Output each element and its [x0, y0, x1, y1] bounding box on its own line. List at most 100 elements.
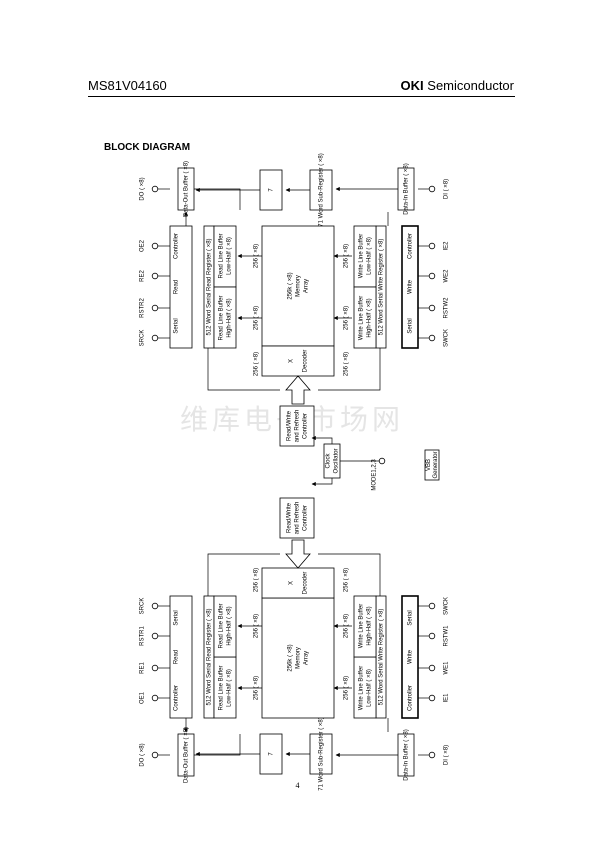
company-name: OKI Semiconductor: [401, 78, 514, 93]
read-line-buffer-high-label-line: High-Half ( ×8): [227, 606, 233, 645]
pin-circle: [428, 632, 436, 640]
pin-circle: [151, 334, 159, 342]
data-in-buffer-label: Data-In Buffer ( ×8): [404, 163, 410, 214]
signal-line: [194, 734, 241, 756]
read-line-buffer-low-label-line: Read Line Buffer: [219, 234, 225, 279]
bus-label: 256 ( ×8): [344, 568, 350, 592]
write-line-buffer-high: [353, 595, 377, 658]
pin-circle: [428, 242, 436, 250]
data-in-buffer-label: Data-In Buffer ( ×8): [404, 729, 410, 780]
pin-circle: [151, 751, 159, 759]
read-controller-label: Controller: [174, 685, 180, 711]
bus-label: 256 ( ×8): [254, 568, 260, 592]
pin-label-left: RSTR1: [140, 626, 146, 646]
pin-circle: [151, 185, 159, 193]
read-controller-label: Controller: [174, 233, 180, 259]
pin-label-right: DI ( ×8): [444, 179, 450, 199]
pin-circle: [428, 751, 436, 759]
refresh-controller-label-line: and Refresh: [295, 410, 301, 443]
write-controller-label: Serial: [408, 610, 414, 625]
write-line-buffer-high-label-line: Write Line Buffer: [359, 604, 365, 648]
pin-circle: [151, 664, 159, 672]
page-number: 4: [295, 781, 300, 790]
pin-label-left: OE2: [140, 239, 146, 252]
read-controller-label: Read: [174, 280, 180, 294]
serial-write-controller: [401, 595, 419, 719]
pin-label-left: RE2: [140, 270, 146, 282]
signal-line: [318, 348, 381, 391]
part-number: MS81V04160: [88, 78, 167, 93]
pin-circle: [428, 664, 436, 672]
write-line-buffer-high-label-line: Write Line Buffer: [359, 296, 365, 340]
pin-circle: [151, 632, 159, 640]
refresh-controller-label-line: and Refresh: [295, 502, 301, 535]
x-decoder: [261, 567, 335, 599]
pin-label-left: DO ( ×8): [140, 743, 146, 766]
mode-pin-label: MODE1,2,3: [372, 459, 378, 491]
data-out-buffer-label: Data-Out Buffer ( ×8): [184, 727, 190, 783]
write-line-buffer-low-label-line: Low-Half ( ×8): [367, 669, 373, 707]
pin-circle: [428, 602, 436, 610]
read-controller-label: Read: [174, 650, 180, 664]
read-line-buffer-high-label-line: Read Line Buffer: [219, 604, 225, 649]
brand-name: OKI: [400, 78, 424, 93]
write-line-buffer-low-label-line: Low-Half ( ×8): [367, 237, 373, 275]
pin-label-right: WE2: [444, 269, 450, 283]
memory-array-label-line: Array: [304, 651, 310, 665]
pin-circle: [428, 272, 436, 280]
refresh-controller-label-line: Read/Write: [287, 410, 293, 441]
refresh-controller-label-line: Controller: [303, 413, 309, 439]
write-controller-label: Serial: [408, 318, 414, 333]
read-serial-register-label: 512 Word Serial Read Register ( ×8): [207, 608, 213, 705]
pin-circle: [428, 185, 436, 193]
pin-label-left: DO ( ×8): [140, 177, 146, 200]
vbb-generator-label-line: Generator: [433, 451, 439, 478]
bus-label: 256 ( ×8): [254, 352, 260, 376]
serial-write-controller: [401, 225, 419, 349]
write-controller-label: Write: [408, 279, 414, 294]
pin-label-right: SWCK: [444, 329, 450, 347]
read-line-buffer-high-label-line: High-Half ( ×8): [227, 298, 233, 337]
serial-read-controller: [169, 595, 193, 719]
in-sub-register-label: 71 Word Sub-Register ( ×8): [319, 717, 325, 790]
read-serial-register-label: 512 Word Serial Read Register ( ×8): [207, 238, 213, 335]
write-serial-register-label: 512 Word Serial Write Register ( ×8): [379, 239, 385, 336]
pin-label-left: OE1: [140, 691, 146, 704]
memory-array: [261, 597, 335, 719]
pin-circle: [151, 694, 159, 702]
x-decoder-label-line: X: [289, 359, 295, 363]
pin-label-right: RSTW2: [444, 297, 450, 319]
signal-line: [311, 478, 333, 487]
pin-circle: [428, 694, 436, 702]
pin-label-left: RE1: [140, 662, 146, 674]
pin-circle: [428, 334, 436, 342]
vbb-generator-label-line: VBB: [426, 459, 432, 471]
read-controller-label: Serial: [174, 318, 180, 333]
signal-line: [318, 553, 381, 596]
data-out-buffer-label: Data-Out Buffer ( ×8): [184, 161, 190, 217]
pin-label-right: WE1: [444, 661, 450, 675]
pin-label-left: RSTR2: [140, 298, 146, 318]
write-line-buffer-high-label-line: High-Half ( ×8): [367, 298, 373, 337]
read-line-buffer-high: [213, 286, 237, 349]
pin-circle: [151, 602, 159, 610]
clock-oscillator-label-line: Oscillator: [334, 448, 340, 473]
write-line-buffer-high: [353, 286, 377, 349]
x-decoder-label-line: Decoder: [303, 350, 309, 373]
memory-array-label-line: 256k ( ×8): [288, 644, 294, 671]
pin-circle: [428, 304, 436, 312]
write-line-buffer-high-label-line: High-Half ( ×8): [367, 606, 373, 645]
refresh-controller: [279, 405, 315, 447]
x-decoder: [261, 345, 335, 377]
pin-label-left: SRCK: [140, 598, 146, 615]
x-decoder-label-line: X: [289, 581, 295, 585]
memory-array-label-line: Memory: [296, 647, 302, 669]
read-controller-label: Serial: [174, 610, 180, 625]
read-line-buffer-high-label-line: Read Line Buffer: [219, 296, 225, 341]
pin-circle: [151, 242, 159, 250]
memory-array-label-line: Array: [304, 279, 310, 293]
refresh-controller-label-line: Controller: [303, 505, 309, 531]
signal-line: [207, 348, 280, 391]
